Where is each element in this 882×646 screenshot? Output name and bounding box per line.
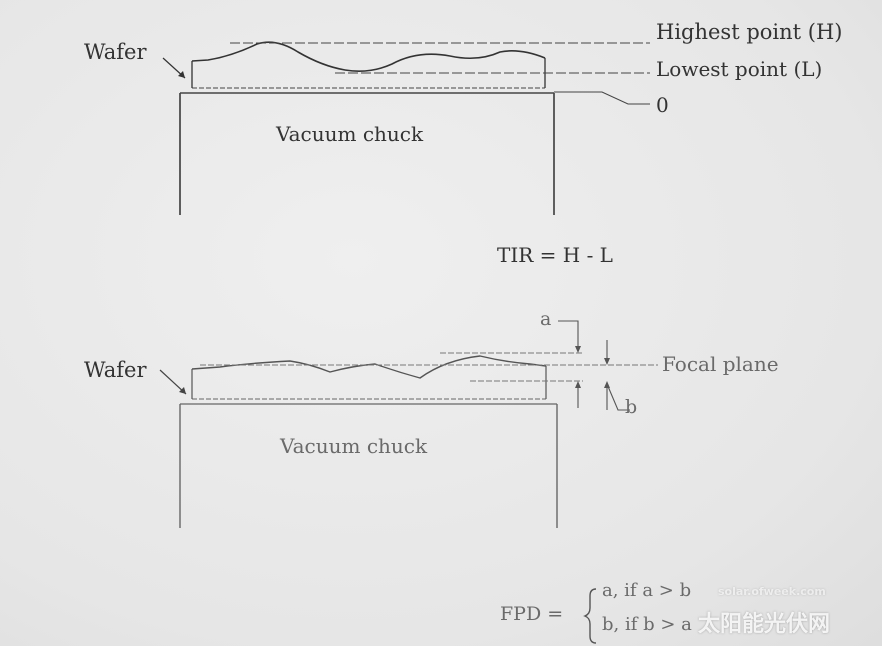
- lowest-point-label: Lowest point (L): [656, 57, 823, 81]
- top-zero-leader: [554, 91, 650, 105]
- focal-marker-top-head: [604, 358, 610, 365]
- focal-marker-bottom: [606, 383, 630, 411]
- bottom-wafer-label: Wafer: [84, 358, 147, 382]
- watermark-text: 太阳能光伏网: [698, 612, 831, 637]
- fpd-brace: [583, 588, 597, 644]
- top-chuck-label: Vacuum chuck: [276, 122, 424, 146]
- zero-label: 0: [656, 93, 669, 117]
- a-label: a: [540, 308, 552, 330]
- highest-point-label: Highest point (H): [656, 20, 843, 44]
- bottom-chuck-label: Vacuum chuck: [280, 434, 428, 458]
- top-wafer-pointer-head: [178, 71, 185, 78]
- top-wafer-label: Wafer: [84, 40, 147, 64]
- tir-formula: TIR = H - L: [497, 243, 613, 267]
- a-arrowhead: [575, 346, 581, 353]
- a-leader: [558, 320, 579, 350]
- fpd-case-a: a, if a > b: [602, 580, 692, 601]
- fpd-case-b: b, if b > a: [602, 614, 692, 635]
- b-arrowhead: [575, 381, 581, 388]
- bottom-wafer-surface: [191, 355, 547, 379]
- top-wafer-surface: [191, 41, 546, 72]
- focal-marker-bottom-head: [604, 381, 610, 388]
- watermark-url: solar.ofweek.com: [718, 585, 826, 598]
- fpd-formula-lhs: FPD =: [500, 603, 564, 625]
- focal-plane-label: Focal plane: [662, 352, 779, 376]
- bottom-wafer-pointer-head: [179, 387, 186, 394]
- b-label: b: [625, 396, 638, 418]
